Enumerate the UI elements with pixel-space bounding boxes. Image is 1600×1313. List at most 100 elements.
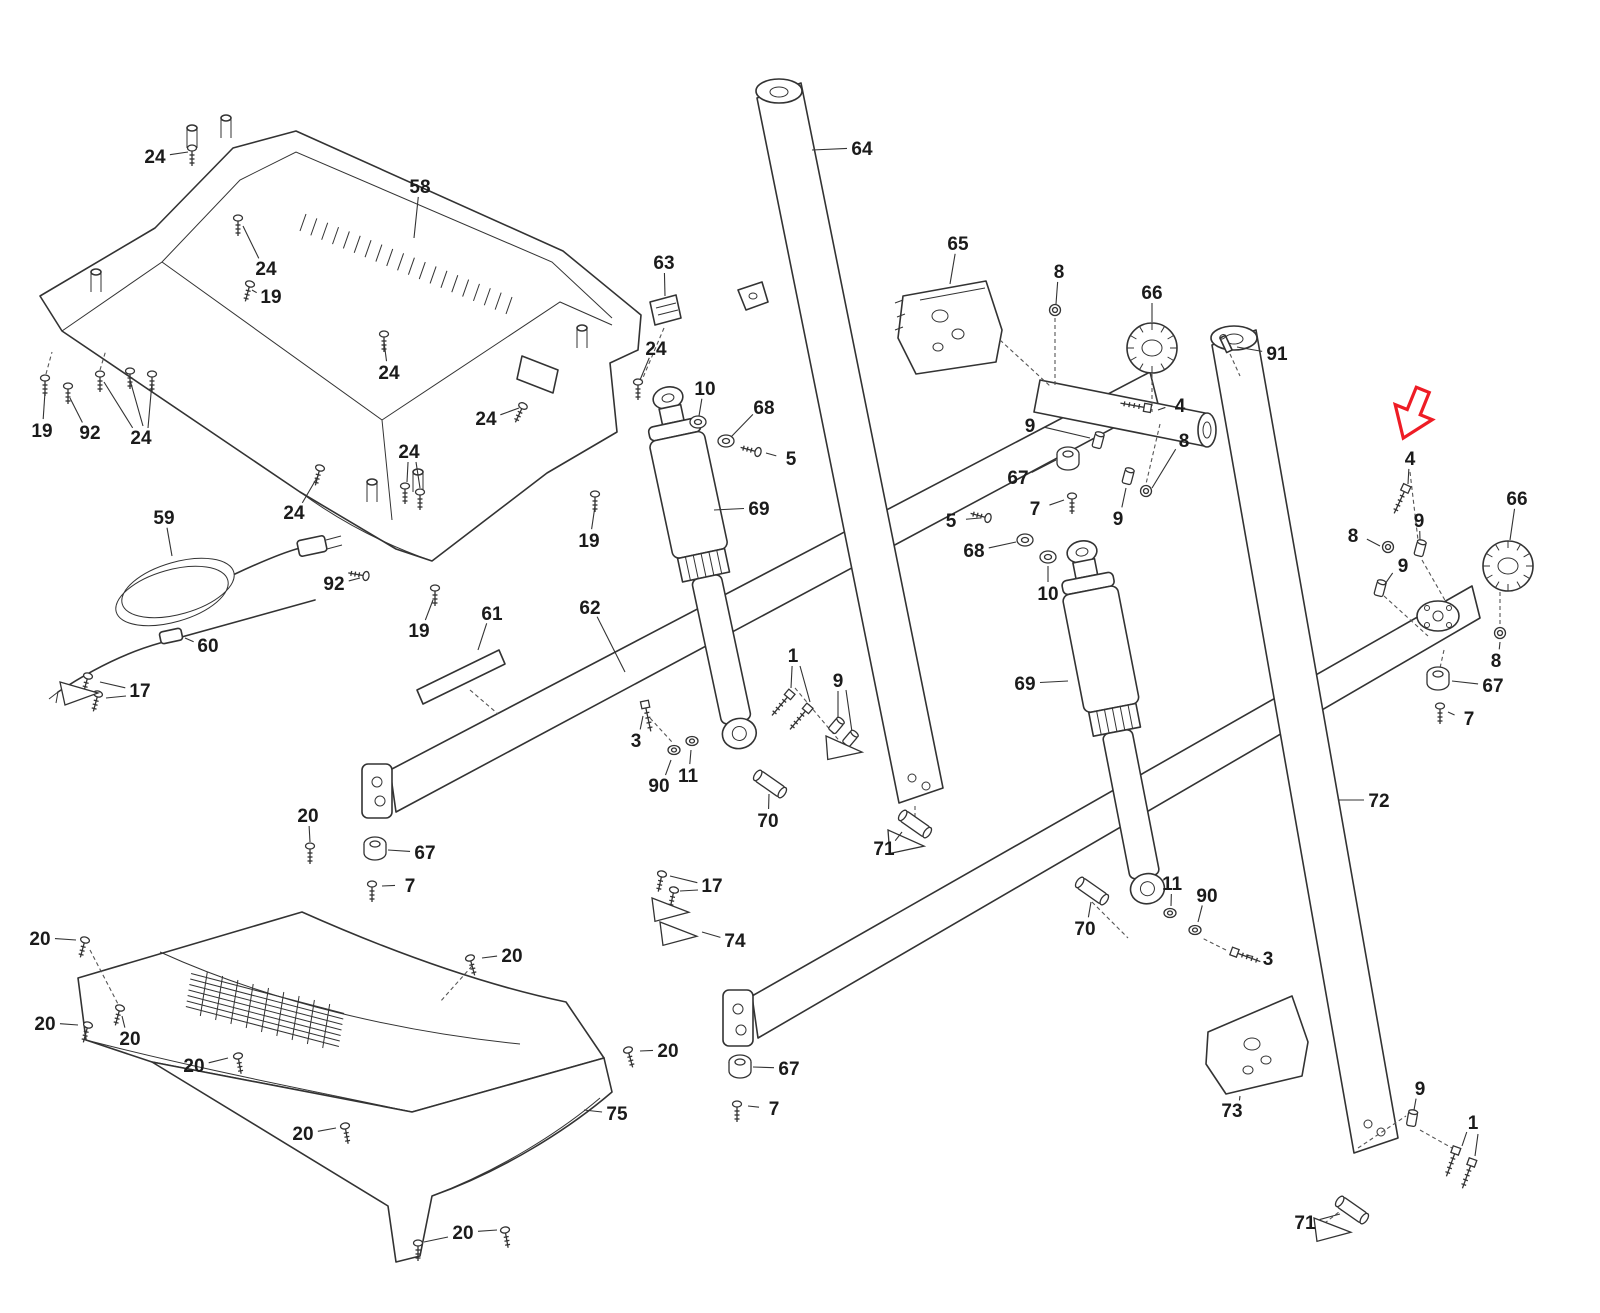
part-label-20: 20 [452,1223,473,1244]
screw-icon [339,1122,351,1144]
part-label-71: 71 [1294,1213,1316,1234]
part-label-72: 72 [1368,791,1389,812]
leader-line [639,357,650,381]
part-label-5: 5 [946,511,957,532]
leader-line [383,341,388,362]
part-label-24: 24 [283,503,305,524]
screw-icon [622,1046,635,1068]
bolt-icon [1461,1156,1478,1189]
part-label-1: 1 [1468,1113,1479,1134]
part-label-67: 67 [1482,676,1503,697]
part-label-20: 20 [657,1041,678,1062]
tri-icon [59,681,101,706]
part-label-68: 68 [963,541,984,562]
bolt-icon [1393,482,1412,514]
spacer-icon [1406,1109,1419,1128]
leader-line [1236,346,1263,352]
part-label-20: 20 [29,929,50,950]
leader-line [1055,281,1059,305]
leader-line [583,1109,603,1113]
ramp-cover-part-75 [77,911,613,1263]
screw-icon [499,1226,511,1248]
screw-icon [232,214,244,236]
washer-icon [1016,533,1034,547]
part-label-19: 19 [31,421,52,442]
leader-line [790,665,793,689]
crossbar-top-right [1033,379,1217,448]
leader-line [1413,1098,1417,1111]
leader-line [713,507,745,511]
part-label-3: 3 [631,731,642,752]
pin-icon [1074,876,1110,906]
extra-leader-lines [105,379,1479,1243]
leader-line [1447,711,1455,716]
leader-line [1498,641,1501,650]
leader-line [747,1105,760,1108]
screw-icon [740,445,762,458]
leader-line [1197,905,1203,923]
part-label-4: 4 [1175,396,1186,417]
leader-line [103,381,134,429]
leader-line [406,461,409,483]
mount-post [576,324,588,348]
screw-icon [313,464,326,486]
part-label-19: 19 [408,621,429,642]
pin-icon [1334,1195,1370,1225]
part-label-67: 67 [778,1059,799,1080]
spacer-icon [1413,539,1427,558]
leader-line [166,527,173,557]
part-label-7: 7 [1464,709,1475,730]
part-label-10: 10 [694,379,715,400]
leader-line [1044,426,1091,439]
shock-absorber-part-69-right [1061,540,1166,905]
screw-icon [970,511,992,524]
leader-line [1384,572,1394,585]
part-label-8: 8 [1054,262,1065,283]
power-cord-part-59 [115,535,343,627]
leader-line [811,147,848,151]
leader-line [1407,468,1410,485]
screw-icon [304,842,316,864]
part-label-7: 7 [769,1099,780,1120]
screw-icon [94,370,106,392]
screw-icon [656,870,668,892]
leader-line [689,749,692,765]
part-label-63: 63 [653,253,674,274]
screw-icon [1066,492,1078,514]
part-label-11: 11 [1162,874,1183,895]
part-label-24: 24 [645,339,667,360]
leader-line [381,884,396,887]
leader-line [301,475,319,504]
part-label-20: 20 [34,1014,55,1035]
part-label-24: 24 [378,363,400,384]
screw-icon [232,1052,244,1074]
part-label-59: 59 [153,508,174,529]
screw-icon [243,280,256,302]
part-label-65: 65 [947,234,969,255]
leader-line [949,253,956,285]
washer-sm-icon [667,744,681,756]
part-label-10: 10 [1037,584,1058,605]
leader-line [413,196,419,239]
part-label-24: 24 [398,442,420,463]
leader-line [481,955,498,959]
nut-icon [1139,484,1153,498]
bushing-icon [1426,666,1450,691]
part-label-58: 58 [409,177,430,198]
spacer-icon [1091,431,1105,450]
part-label-69: 69 [748,499,769,520]
nut-icon [1048,303,1062,317]
clamp-part-63 [649,294,682,326]
mount-post [186,124,198,148]
screw-icon [39,374,51,396]
screw-icon [1434,702,1446,724]
part-label-9: 9 [1113,509,1124,530]
leader-line [308,825,311,843]
pin-icon [897,809,933,839]
leader-line [121,1015,126,1028]
leader-line [1151,448,1177,489]
leader-line [591,505,596,530]
leader-line [424,599,434,621]
leader-line [1319,1213,1341,1221]
screw-icon [146,370,158,392]
